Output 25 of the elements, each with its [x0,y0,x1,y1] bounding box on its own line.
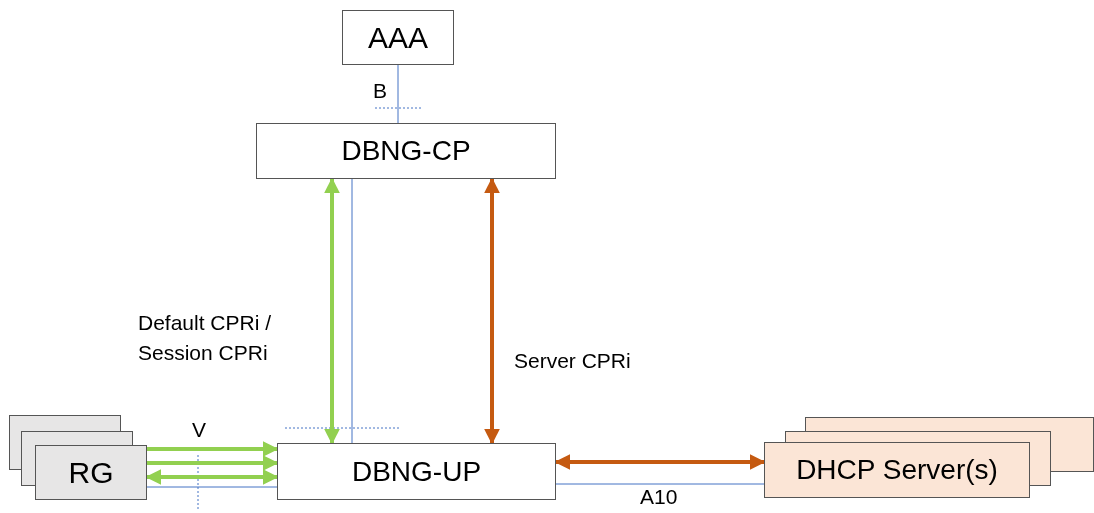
node-label: DBNG-UP [351,454,482,489]
connector-line [397,64,399,124]
node-box [764,442,1030,498]
arrow [324,177,340,445]
connector-line [351,178,353,444]
arrow [554,454,766,470]
node-box [342,10,454,65]
node-box [35,445,147,500]
node-label: DHCP Server(s) [796,453,998,487]
interface-label: V [192,417,206,443]
connector-line [146,486,278,488]
arrow [484,177,500,445]
edge-label: Default CPRi / Session CPRi [138,310,273,366]
connector-line [555,483,765,485]
edge-label: A10 [640,484,678,510]
arrow [147,455,279,471]
node-label: DBNG-CP [341,134,471,168]
node-label: AAA [368,20,428,56]
node-box [277,443,556,500]
edge-label: B [373,78,387,104]
edge-label: Server CPRi [514,348,631,374]
arrow [145,469,279,485]
node-box [256,123,556,179]
arrow [147,441,279,457]
node-label: RG [68,455,114,491]
